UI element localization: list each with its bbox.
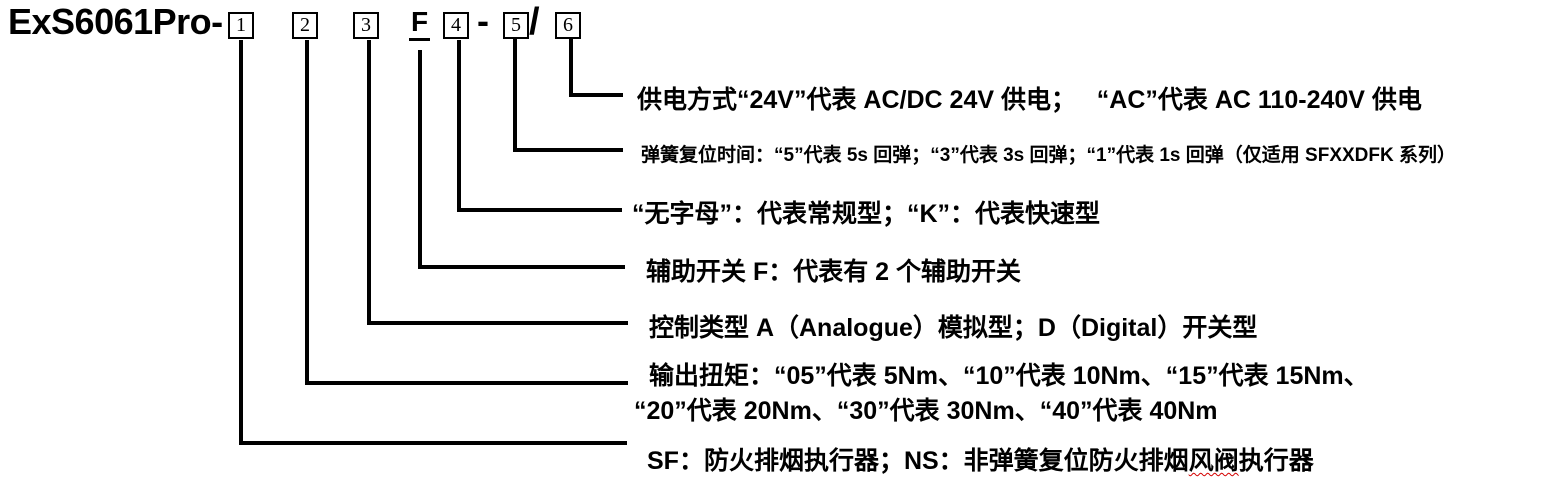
desc-aux-switch: 辅助开关 F：代表有 2 个辅助开关 [646, 258, 1022, 286]
desc-control-type: 控制类型 A（Analogue）模拟型；D（Digital）开关型 [649, 314, 1258, 342]
aux-letter-f: F [409, 7, 431, 41]
code-box-6: 6 [555, 12, 581, 39]
connector-line-2 [305, 40, 628, 385]
code-box-5: 5 [503, 12, 529, 39]
connector-line-3 [367, 40, 628, 325]
code-box-4: 4 [443, 12, 469, 39]
desc-series-spellcheck-word: 风阀 [1188, 447, 1239, 475]
connector-line-5 [513, 38, 623, 152]
desc-series-pre: SF：防火排烟执行器；NS：非弹簧复位防火排烟 [647, 447, 1189, 475]
code-box-2: 2 [292, 12, 318, 39]
slash-separator: / [529, 1, 540, 43]
code-box-1: 1 [228, 12, 254, 39]
desc-series-type: SF：防火排烟执行器；NS：非弹簧复位防火排烟风阀执行器 [647, 441, 1314, 477]
dash-separator: - [477, 0, 489, 41]
desc-output-torque-line2: “20”代表 20Nm、“30”代表 30Nm、“40”代表 40Nm [634, 397, 1218, 425]
connector-line-f [418, 50, 625, 269]
connector-line-4 [457, 40, 622, 212]
connector-line-6 [569, 38, 623, 97]
code-box-3: 3 [353, 12, 379, 39]
model-prefix-label: ExS6061Pro- [8, 1, 223, 42]
desc-speed-type: “无字母”：代表常规型；“K”：代表快速型 [632, 200, 1101, 228]
desc-spring-return-time: 弹簧复位时间：“5”代表 5s 回弹；“3”代表 3s 回弹；“1”代表 1s … [641, 145, 1457, 166]
desc-series-post: 执行器 [1238, 447, 1314, 475]
desc-output-torque-line1: 输出扭矩：“05”代表 5Nm、“10”代表 10Nm、“15”代表 15Nm、 [649, 362, 1369, 390]
connector-line-1 [239, 40, 627, 445]
desc-power-supply: 供电方式“24V”代表 AC/DC 24V 供电； “AC”代表 AC 110-… [637, 86, 1422, 114]
